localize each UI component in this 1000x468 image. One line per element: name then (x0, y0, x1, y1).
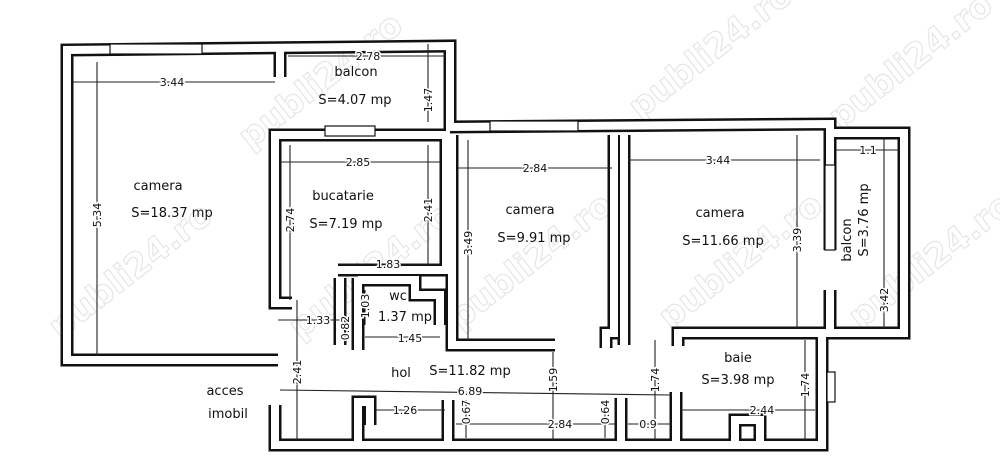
room-hol-name: hol (391, 366, 411, 381)
kitchen-bottom-wall-inner (338, 135, 450, 274)
window (109, 43, 203, 55)
room-wc-name: wc (389, 289, 407, 304)
dimension-label: 2.44 (750, 404, 775, 417)
dimension-labels: 2.78 1.47 3.44 5.34 2.85 2.74 2.41 1.83 … (90, 49, 893, 433)
room-bucatarie-name: bucatarie (312, 189, 374, 204)
dimension-label: 3.49 (462, 231, 475, 256)
dimension-label: 3.39 (791, 228, 804, 253)
room-baie-name: baie (724, 351, 752, 366)
dimension-label: 0.64 (599, 400, 612, 425)
dimension-label: 1.47 (422, 88, 435, 113)
room-camera-3-name: camera (695, 206, 744, 221)
room-balcon-2-name: balcon (840, 218, 855, 261)
room-camera-1-name: camera (133, 179, 182, 194)
closet-wall-1-inner (354, 398, 374, 445)
dimension-label: 3.42 (878, 288, 891, 313)
dimension-label: 2.84 (523, 162, 548, 175)
watermark: publi24.ro (821, 0, 1000, 137)
dimension-label: 1.26 (393, 404, 418, 417)
entrance-label-line1: acces (206, 384, 243, 399)
room-labels: camera S=18.37 mp balcon S=4.07 mp bucat… (131, 65, 872, 422)
room-bucatarie-area: S=7.19 mp (309, 217, 382, 232)
dimension-label: 1.74 (649, 368, 662, 393)
window-markers (109, 43, 836, 403)
dimension-label: 0.82 (339, 316, 352, 341)
dimension-label: 0.9 (639, 418, 657, 431)
dimension-label: 2.74 (284, 208, 297, 233)
dimension-label: 1.1 (859, 144, 877, 157)
window (824, 164, 836, 251)
window (489, 120, 579, 132)
dimension-label: 6.89 (458, 385, 483, 398)
dimension-label: 1.33 (306, 314, 331, 327)
dimension-lines (73, 44, 900, 440)
room-baie-area: S=3.98 mp (701, 373, 774, 388)
outer-wall-inner (63, 41, 908, 449)
dimension-label: 1.03 (359, 294, 372, 319)
room-balcon-2-area: S=3.76 mp (857, 183, 872, 256)
room-wc-area: 1.37 mp (378, 310, 432, 325)
dimension-label: 1.83 (376, 258, 401, 271)
watermark: publi24.ro (621, 0, 801, 127)
dimension-label: 1.59 (547, 368, 560, 393)
dimension-label: 3.44 (160, 76, 185, 89)
dimension-label: 1.74 (799, 373, 812, 398)
dimension-label: 1.45 (398, 332, 423, 345)
entrance-label-line2: imobil (208, 407, 248, 422)
baie-top-wall-inner (674, 329, 822, 346)
room-hol-area: S=11.82 mp (429, 364, 510, 379)
camera-mid-left-wall-inner (448, 135, 555, 349)
dimension-label: 0.67 (460, 400, 473, 425)
dimension-label: 3.44 (706, 154, 731, 167)
camera-mid-right-wall-inner (602, 135, 618, 348)
walls (60, 39, 911, 452)
dimension-label: 2.41 (291, 360, 304, 385)
window (324, 125, 376, 137)
dimension-label: 2.84 (548, 418, 573, 431)
room-balcon-1-name: balcon (334, 65, 377, 80)
room-camera-3-area: S=11.66 mp (682, 234, 763, 249)
room-camera-2-area: S=9.91 mp (497, 231, 570, 246)
room-camera-2-name: camera (505, 203, 554, 218)
baie-bottom-notch-inner (731, 416, 764, 445)
dimension-label: 2.41 (422, 198, 435, 223)
dimension-label: 2.85 (346, 156, 371, 169)
dimension-label: 2.78 (356, 50, 381, 63)
room-camera-1-area: S=18.37 mp (131, 206, 212, 221)
window (826, 371, 836, 403)
wc-right-wall-inner (358, 276, 444, 325)
room-balcon-1-area: S=4.07 mp (318, 93, 391, 108)
dimension-label: 5.34 (91, 203, 104, 228)
